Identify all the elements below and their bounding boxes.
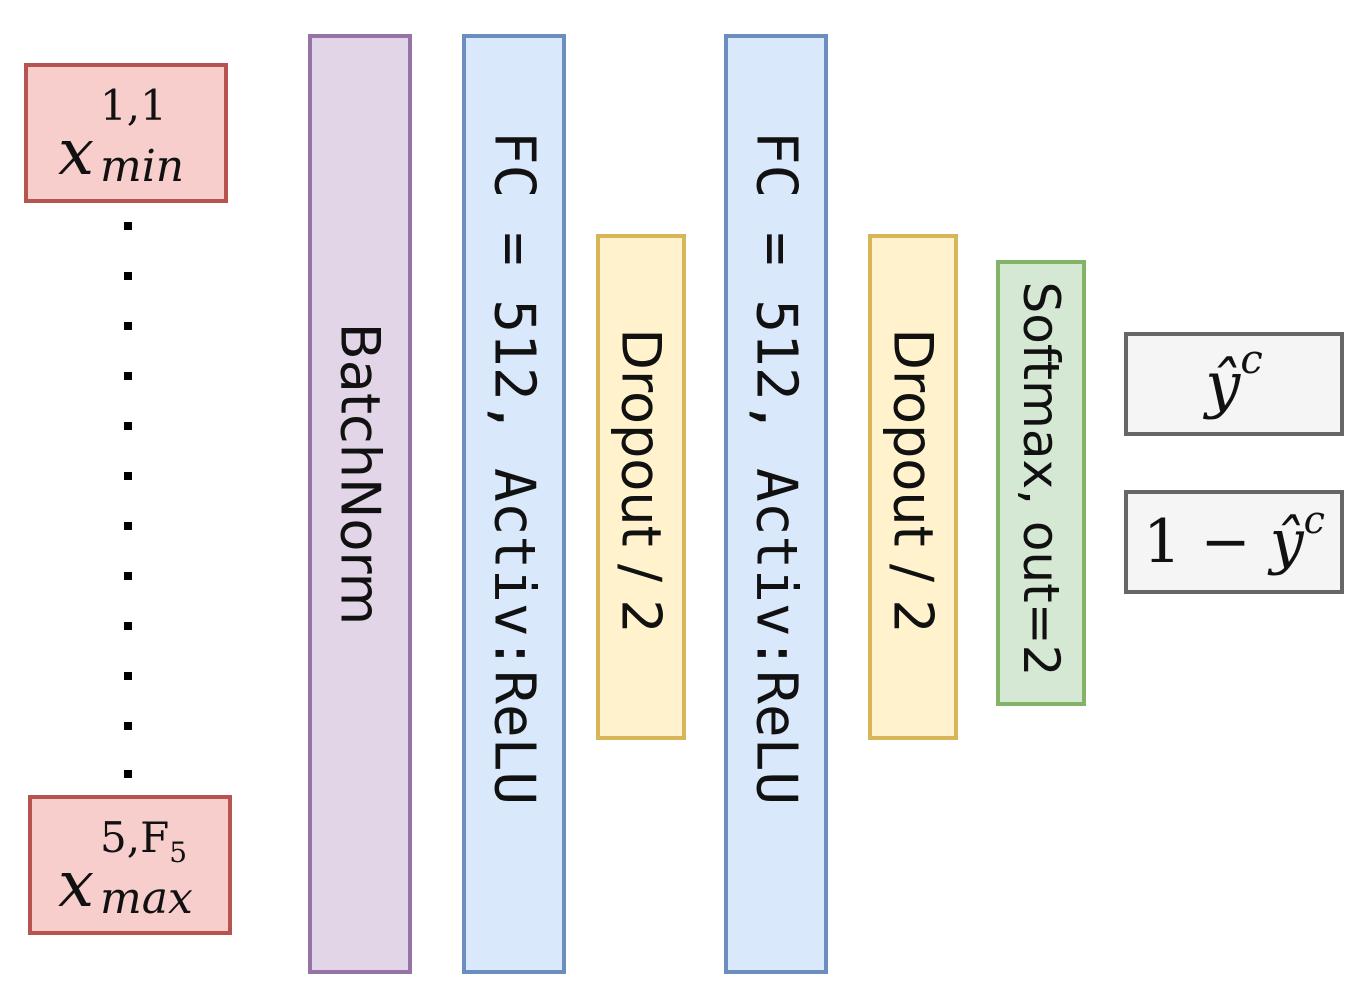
input-node-last: x 5,F5 max xyxy=(28,795,232,935)
fc-layer-1-label: FC = 512, Activ:ReLU xyxy=(481,130,547,806)
ellipsis-dot xyxy=(124,622,132,630)
ellipsis-dot xyxy=(124,472,132,480)
input-last-superscript-sub: 5 xyxy=(169,836,188,869)
batchnorm-layer: BatchNorm xyxy=(308,34,412,974)
input-first-superscript: 1,1 xyxy=(100,81,167,130)
ellipsis-dot xyxy=(124,322,132,330)
output-y-hat-base: ŷ xyxy=(1205,347,1241,421)
ellipsis-dot xyxy=(124,422,132,430)
input-ellipsis xyxy=(124,222,138,782)
fc-layer-2-label: FC = 512, Activ:ReLU xyxy=(743,130,809,806)
softmax-layer: Softmax, out=2 xyxy=(996,260,1086,706)
input-first-formula: x 1,1 min xyxy=(58,77,228,197)
ellipsis-dot xyxy=(124,522,132,530)
input-last-superscript-main: 5,F xyxy=(100,813,170,862)
softmax-label: Softmax, out=2 xyxy=(1012,281,1070,677)
ellipsis-dot xyxy=(124,672,132,680)
ellipsis-dot xyxy=(124,272,132,280)
output-one-minus-prefix: 1 − xyxy=(1143,507,1270,577)
dropout-layer-2-label: Dropout / 2 xyxy=(881,328,945,634)
dropout-layer-2: Dropout / 2 xyxy=(868,234,958,740)
batchnorm-label: BatchNorm xyxy=(328,322,392,626)
input-last-subscript: max xyxy=(100,873,193,924)
ellipsis-dot xyxy=(124,372,132,380)
output-one-minus-base: ŷ xyxy=(1269,507,1304,577)
dropout-layer-1-label: Dropout / 2 xyxy=(609,328,673,634)
input-last-superscript: 5,F5 xyxy=(100,817,187,867)
ellipsis-dot xyxy=(124,572,132,580)
ellipsis-dot xyxy=(124,722,132,730)
input-last-formula: x 5,F5 max xyxy=(58,809,234,929)
output-one-minus-superscript: c xyxy=(1303,498,1325,542)
ellipsis-dot xyxy=(124,770,132,778)
dropout-layer-1: Dropout / 2 xyxy=(596,234,686,740)
fc-layer-2: FC = 512, Activ:ReLU xyxy=(724,34,828,974)
ellipsis-dot xyxy=(124,222,132,230)
input-first-base: x xyxy=(58,116,95,190)
input-first-subscript: min xyxy=(100,141,185,192)
input-last-base: x xyxy=(58,848,95,922)
input-node-first: x 1,1 min xyxy=(24,63,228,203)
fc-layer-1: FC = 512, Activ:ReLU xyxy=(462,34,566,974)
output-y-hat-superscript: c xyxy=(1240,337,1263,383)
